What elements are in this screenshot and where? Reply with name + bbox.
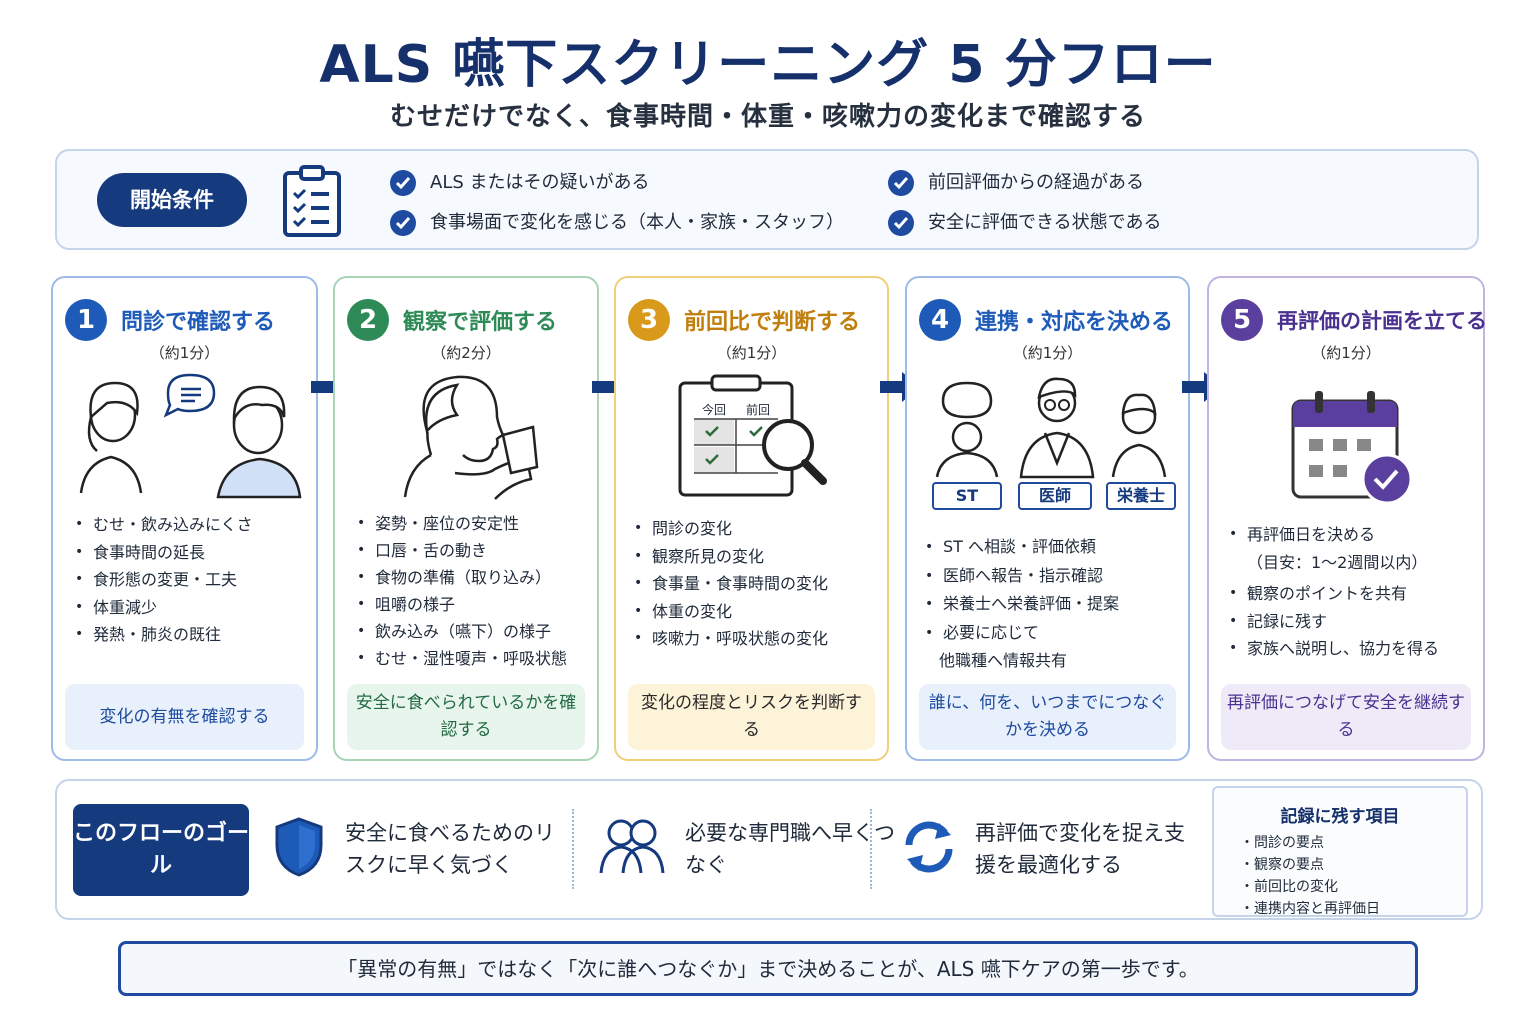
page-title: ALS 嚥下スクリーニング 5 分フロー [319,35,1217,95]
step-checklist: むせ・飲み込みにくさ 食事時間の延長 食形態の変更・工夫 体重減少 発熱・肺炎の… [75,511,253,649]
step-card-4: 4 連携・対応を決める （約1分） ST 医師 栄養士 ST へ相談・評価依頼 … [905,276,1190,761]
step-title: 問診で確認する [121,310,276,335]
list-item: （目安：1〜2週間以内） [1247,552,1428,572]
step-checklist: 姿勢・座位の安定性 口唇・舌の動き 食物の準備（取り込み） 咀嚼の様子 飲み込み… [357,510,567,672]
condition-item: 安全に評価できる状態である [888,210,1161,236]
list-item: 必要に応じて [925,619,1119,648]
step-number-badge: 1 [65,299,107,341]
condition-item: 食事場面で変化を感じる（本人・家族・スタッフ） [390,210,844,236]
step-title: 再評価の計画を立てる [1277,309,1487,333]
step-number-badge: 4 [919,299,961,341]
list-item: 問診の要点 [1254,832,1380,854]
list-item: 発熱・肺炎の既往 [75,621,253,649]
goal-item-connect: 必要な専門職へ早くつなぐ [597,807,895,895]
step-duration: （約2分） [431,344,501,362]
role-tag-dietitian: 栄養士 [1106,482,1176,510]
step-checklist: 問診の変化 観察所見の変化 食事量・食事時間の変化 体重の変化 咳嗽力・呼吸状態… [634,515,828,653]
check-icon [888,210,914,236]
goal-label: このフローのゴール [73,804,249,896]
step-card-3: 3 前回比で判断する （約1分） 今回 前回 問診の変化 観察所見の変化 食事量… [614,276,889,761]
role-tag-st: ST [932,482,1002,510]
step-title: 前回比で判断する [684,310,861,335]
start-conditions-label: 開始条件 [97,173,247,227]
care-team-illustration: ST 医師 栄養士 [907,373,1188,510]
list-item: 記録に残す [1229,608,1439,636]
list-item: 観察のポイントを共有 [1229,580,1439,608]
list-item: 咀嚼の様子 [357,591,567,618]
step-duration: （約1分） [716,344,787,362]
compare-clipboard-illustration: 今回 前回 [616,373,887,503]
compare-label-previous: 前回 [746,403,771,417]
step-checklist: ST へ相談・評価依頼 医師へ報告・指示確認 栄養士へ栄養評価・提案 必要に応じ… [925,533,1119,676]
list-item: 観察の要点 [1254,854,1380,876]
check-icon [390,170,416,196]
step-number-badge: 3 [628,299,670,341]
list-item: 医師へ報告・指示確認 [925,562,1119,591]
step-card-2: 2 観察で評価する （約2分） 姿勢・座位の安定性 口唇・舌の動き 食物の準備（… [333,276,599,761]
record-list: 問診の要点 観察の要点 前回比の変化 連携内容と再評価日 [1254,832,1380,920]
list-item: ST へ相談・評価依頼 [925,533,1119,562]
step-summary: 変化の程度とリスクを判断する [628,684,875,750]
clipboard-checklist-icon [281,163,343,243]
step-summary: 再評価につなげて安全を継続する [1221,684,1471,750]
divider [870,809,872,889]
list-item: 食事時間の延長 [75,539,253,567]
list-item: 前回比の変化 [1254,876,1380,898]
list-item: 問診の変化 [634,515,828,543]
step-number-badge: 2 [347,299,389,341]
goal-item-risk: 安全に食べるためのリスクに早く気づく [271,807,561,895]
step-title: 観察で評価する [403,310,558,335]
goal-item-reassess: 再評価で変化を捉え支援を最適化する [899,807,1199,895]
list-item: 口唇・舌の動き [357,537,567,564]
page-subtitle: むせだけでなく、食事時間・体重・咳嗽力の変化まで確認する [389,102,1146,132]
record-title: 記録に残す項目 [1280,807,1400,827]
list-item: むせ・湿性嗄声・呼吸状態 [357,645,567,672]
list-item: 体重の変化 [634,598,828,626]
interview-illustration [53,373,316,503]
step-summary: 誰に、何を、いつまでにつなぐかを決める [919,684,1176,750]
start-conditions-panel: 開始条件 ALS またはその疑いがある 食事場面で変化を感じる（本人・家族・スタ… [55,149,1479,250]
check-icon [888,170,914,196]
list-item: 飲み込み（嚥下）の様子 [357,618,567,645]
list-item: 家族へ説明し、協力を得る [1229,635,1439,663]
step-duration: （約1分） [1012,344,1083,362]
list-item: 咳嗽力・呼吸状態の変化 [634,625,828,653]
compare-label-current: 今回 [702,403,727,417]
list-item: 食形態の変更・工夫 [75,566,253,594]
step-number-badge: 5 [1221,299,1263,341]
calendar-check-icon [1209,373,1483,505]
list-item: 体重減少 [75,594,253,622]
goal-panel: このフローのゴール 安全に食べるためのリスクに早く気づく 必要な専門職へ早くつな… [55,779,1483,920]
list-item: 観察所見の変化 [634,543,828,571]
shield-icon [275,817,323,877]
list-item: 栄養士へ栄養評価・提案 [925,590,1119,619]
list-item: 食事量・食事時間の変化 [634,570,828,598]
list-item: むせ・飲み込みにくさ [75,511,253,539]
divider [572,809,574,889]
list-item: 食物の準備（取り込み） [357,564,567,591]
refresh-cycle-icon [905,821,953,873]
condition-item: ALS またはその疑いがある [390,170,650,196]
step-card-5: 5 再評価の計画を立てる （約1分） 再評価日を決める （目安：1〜2週間以内）… [1207,276,1487,761]
team-people-icon [599,819,665,874]
step-title: 連携・対応を決める [975,310,1174,335]
list-item: 連携内容と再評価日 [1254,898,1380,920]
condition-item: 前回評価からの経過がある [888,170,1144,196]
list-item: 他職種へ情報共有 [939,651,1068,670]
step-summary: 安全に食べられているかを確認する [347,684,585,750]
step-card-1: 1 問診で確認する （約1分） むせ・飲み込みにくさ 食事時間の延長 食形態の変… [51,276,318,761]
role-tag-doctor: 医師 [1018,482,1092,510]
footer-message: 「異常の有無」ではなく「次に誰へつなぐか」まで決めることが、ALS 嚥下ケアの第… [118,941,1418,996]
check-icon [390,210,416,236]
step-checklist: 再評価日を決める （目安：1〜2週間以内） 観察のポイントを共有 記録に残す 家… [1229,521,1439,663]
list-item: 姿勢・座位の安定性 [357,510,567,537]
list-item: 再評価日を決める [1229,521,1439,549]
record-items-panel: 記録に残す項目 問診の要点 観察の要点 前回比の変化 連携内容と再評価日 [1212,786,1468,917]
drinking-person-illustration [335,373,597,503]
step-duration: （約1分） [1311,344,1381,362]
step-summary: 変化の有無を確認する [65,684,304,750]
step-duration: （約1分） [149,344,220,362]
